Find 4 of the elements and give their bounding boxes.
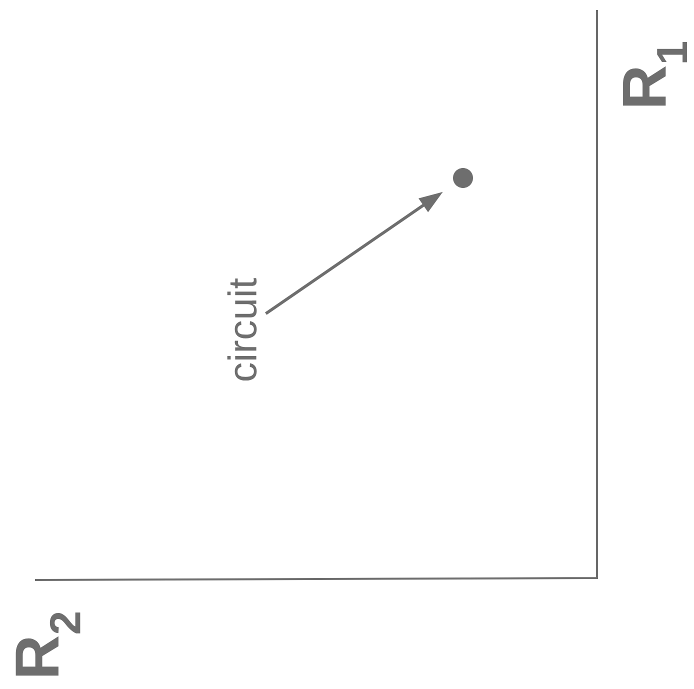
- text-label: circuit: [227, 278, 257, 381]
- axis-label: R$_{2}$: [16, 612, 80, 676]
- axis-label: R$_{1}$: [623, 42, 687, 106]
- dot: [453, 168, 473, 188]
